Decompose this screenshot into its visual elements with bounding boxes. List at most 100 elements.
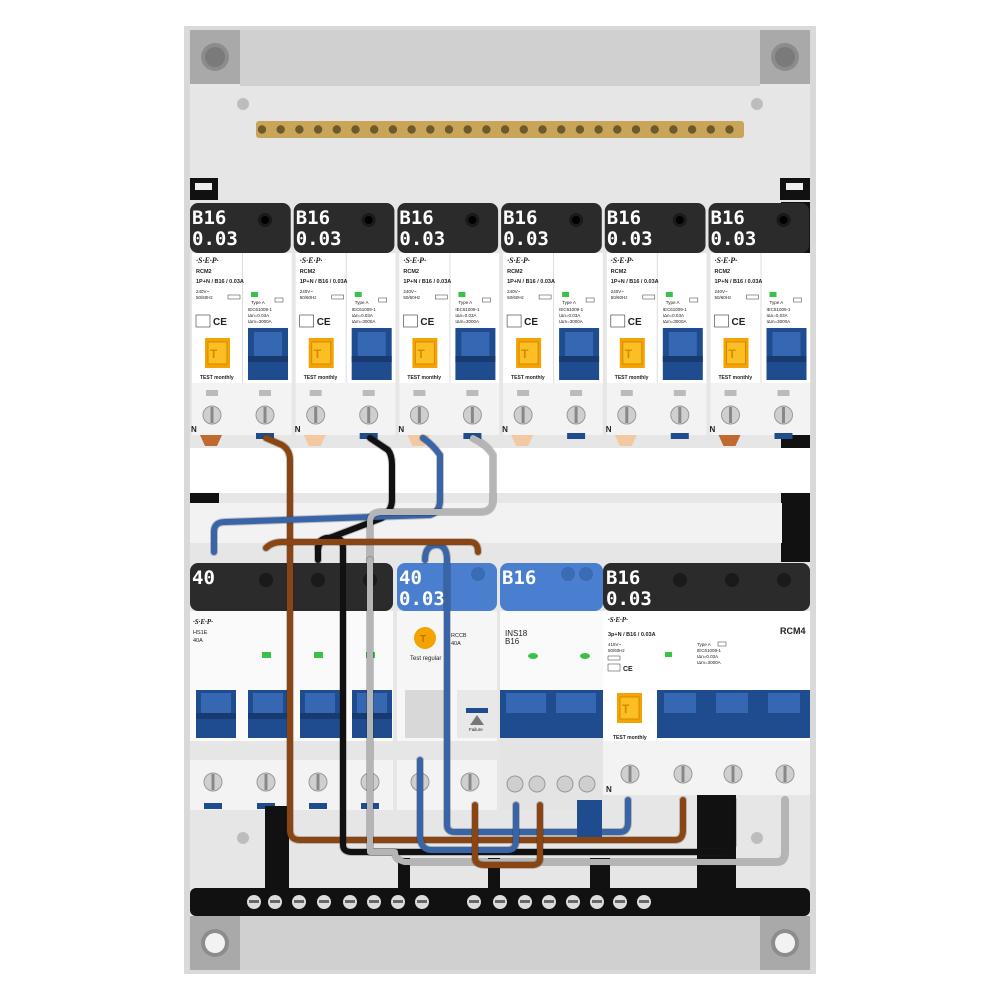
screw-slot bbox=[294, 900, 304, 903]
screw-slot bbox=[520, 900, 530, 903]
screw-head bbox=[205, 933, 225, 953]
status-indicator bbox=[769, 292, 777, 297]
test-button[interactable] bbox=[414, 627, 436, 649]
toggle-handle-ridge bbox=[248, 713, 288, 719]
brand-text: ·S·E·P· bbox=[611, 256, 634, 265]
rating-text: B16 bbox=[607, 207, 641, 229]
screw-slot bbox=[314, 407, 318, 423]
test-button-face bbox=[622, 341, 643, 365]
label-hole-inner bbox=[779, 216, 788, 224]
amps-text: 40A bbox=[451, 641, 461, 647]
screw-slot bbox=[628, 766, 632, 782]
terminal-clip bbox=[204, 803, 222, 809]
brand-text: ·S·E·P· bbox=[300, 256, 323, 265]
test-button-face bbox=[311, 341, 332, 365]
ce-mark: CE bbox=[213, 317, 227, 328]
brand-text: ·S·E·P· bbox=[403, 256, 426, 265]
terminal-block bbox=[500, 738, 603, 810]
type-text: Type A bbox=[562, 300, 576, 305]
rating-text: B16 bbox=[502, 567, 536, 589]
bar-stand bbox=[697, 795, 736, 890]
toggle-handle-ridge bbox=[766, 356, 807, 362]
slider[interactable] bbox=[466, 708, 488, 713]
toggle-handle-ridge bbox=[662, 356, 703, 362]
icn-text: IΔm=3000A bbox=[248, 319, 272, 324]
icn-text: IΔm=3000A bbox=[352, 319, 376, 324]
ce-mark: CE bbox=[623, 666, 633, 673]
sensitivity-text: 0.03 bbox=[296, 228, 342, 250]
label-hole bbox=[561, 567, 575, 581]
voltage-text: 240V~ bbox=[403, 289, 417, 294]
test-text: TEST monthly bbox=[719, 375, 753, 381]
type-text: Type A bbox=[458, 300, 472, 305]
screw-slot bbox=[521, 407, 525, 423]
toggle-handle-ridge bbox=[455, 356, 496, 362]
cable-sleeve bbox=[511, 435, 534, 446]
bottom-cover bbox=[240, 916, 760, 970]
spec-text: 1P+N / B16 / 0.03A bbox=[611, 279, 659, 285]
rating-text: 40 bbox=[192, 567, 215, 589]
terminal-clip bbox=[567, 433, 586, 439]
standard-text: IEC61009-1 bbox=[697, 648, 722, 653]
screw-slot bbox=[417, 900, 427, 903]
idn-text: IΔn=0.03A bbox=[767, 313, 788, 318]
earth-bar-hole bbox=[594, 125, 603, 134]
kema-mark bbox=[403, 314, 418, 328]
screw-slot bbox=[625, 407, 629, 423]
screw-slot bbox=[468, 774, 472, 790]
neutral-mark: N bbox=[606, 785, 612, 794]
idn-text: IΔn=0.03A bbox=[455, 313, 476, 318]
sensitivity-text: 0.03 bbox=[192, 228, 238, 250]
grey-wire-2 bbox=[367, 557, 788, 865]
type-symbol bbox=[689, 297, 699, 303]
icn-text: IΔm=3000A bbox=[663, 319, 687, 324]
idn-text: IΔn=0.03A bbox=[559, 313, 580, 318]
kema-mark bbox=[610, 314, 626, 328]
sensitivity-text: 0.03 bbox=[503, 228, 549, 250]
rating-text: B16 bbox=[711, 207, 745, 229]
toggle-handle-ridge bbox=[351, 356, 392, 362]
type-text: Type A bbox=[770, 300, 784, 305]
model-text: RCM2 bbox=[403, 269, 419, 275]
spec-text: 1P+N / B16 / 0.03A bbox=[715, 279, 763, 285]
model-text: RCM2 bbox=[300, 269, 316, 275]
type-symbol bbox=[793, 297, 802, 303]
toggle-handle-top bbox=[716, 693, 748, 713]
label-hole-inner bbox=[468, 216, 477, 224]
icn-text: IΔm=3000A bbox=[767, 319, 791, 324]
rating-box bbox=[746, 294, 759, 300]
sensitivity-text: 0.03 bbox=[399, 228, 445, 250]
left-latch-slot bbox=[195, 183, 212, 190]
screw-slot bbox=[615, 900, 625, 903]
rating-text: B16 bbox=[503, 207, 537, 229]
rail-screw bbox=[237, 832, 249, 844]
label-hole-inner bbox=[261, 216, 269, 224]
earth-bar-hole bbox=[444, 125, 454, 134]
rating-text: B16 bbox=[192, 207, 226, 229]
earth-bar-hole bbox=[276, 125, 285, 134]
module-divider bbox=[656, 253, 658, 383]
terminal-screw bbox=[578, 775, 596, 793]
toggle-handle-ridge bbox=[559, 356, 600, 362]
screw-slot bbox=[782, 407, 785, 423]
screw-head bbox=[775, 933, 795, 953]
test-text: TEST monthly bbox=[304, 375, 338, 381]
screw-guard bbox=[673, 390, 686, 396]
screw-guard bbox=[777, 390, 790, 396]
toggle-handle-top bbox=[253, 693, 283, 713]
type-symbol bbox=[274, 297, 284, 303]
idn-text: IΔn=0.03A bbox=[352, 313, 373, 318]
module-divider bbox=[449, 253, 451, 383]
label-hole bbox=[259, 573, 273, 587]
earth-bar-hole bbox=[295, 125, 304, 134]
standard-text: IEC61009-1 bbox=[663, 307, 688, 312]
rating-text: B16 bbox=[296, 207, 330, 229]
toggle-handle-ridge bbox=[248, 356, 288, 362]
spec-text: 1P+N / B16 / 0.03A bbox=[196, 279, 244, 285]
spec-text: 3p+N / B16 / 0.03A bbox=[608, 632, 656, 638]
rating-box bbox=[642, 294, 656, 300]
brand-text: ·S·E·P· bbox=[193, 618, 213, 626]
